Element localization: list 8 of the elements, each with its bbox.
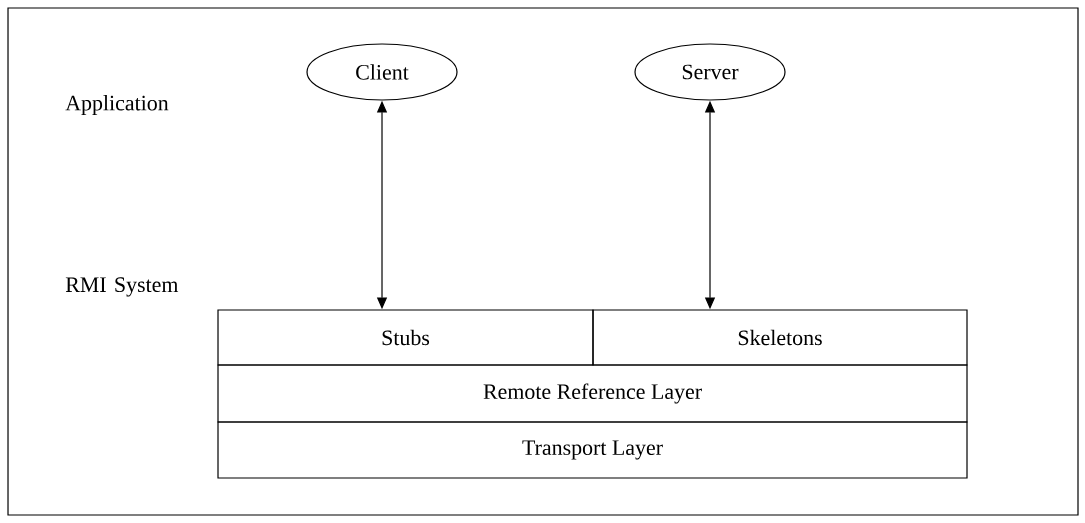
layer-box: Remote Reference Layer — [217, 364, 968, 423]
layer-box: Skeletons — [592, 309, 968, 366]
layer-box: Transport Layer — [217, 421, 968, 479]
ellipse-node: Server — [634, 43, 786, 101]
layer-label: RMI System — [65, 277, 179, 297]
ellipse-node: Client — [306, 43, 458, 101]
layer-box: Stubs — [217, 309, 594, 366]
layer-label: Application — [65, 95, 169, 115]
